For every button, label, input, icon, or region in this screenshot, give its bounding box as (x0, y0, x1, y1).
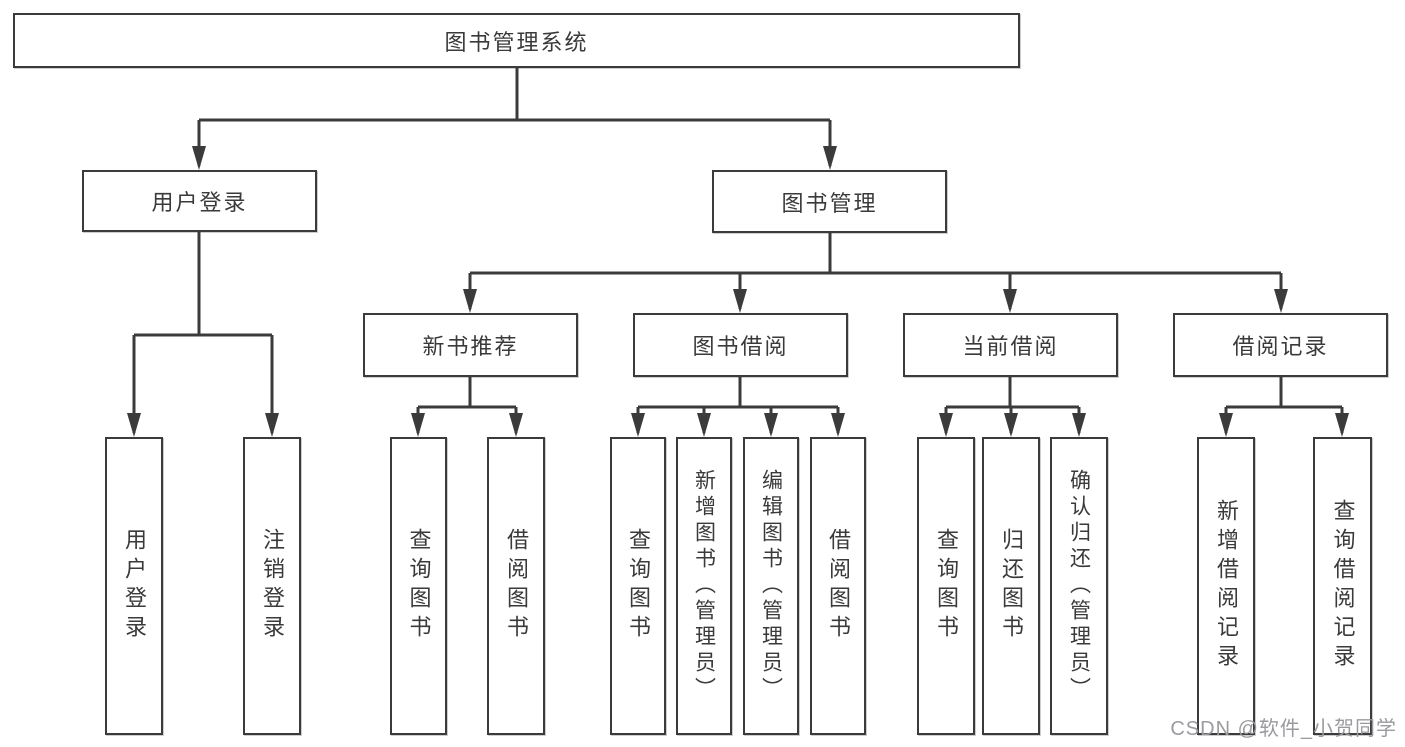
node-book-management: 图书管理 (712, 170, 947, 233)
leaf-query-book-3: 查询图书 (917, 437, 975, 735)
leaf-query-book-1-label: 查询图书 (406, 528, 432, 644)
leaf-user-login-label: 用户登录 (122, 528, 147, 644)
leaf-logout-label: 注销登录 (260, 528, 285, 644)
leaf-user-login: 用户登录 (105, 437, 163, 735)
node-user-login-label: 用户登录 (151, 190, 248, 215)
leaf-query-book-3-label: 查询图书 (934, 528, 959, 644)
node-new-book-recommend: 新书推荐 (363, 313, 578, 377)
leaf-confirm-return-admin-label: 确认归还（管理员） (1067, 469, 1091, 703)
leaf-query-book-2-label: 查询图书 (626, 528, 651, 644)
leaf-add-book-admin: 新增图书（管理员） (676, 437, 732, 735)
leaf-edit-book-admin-label: 编辑图书（管理员） (759, 469, 783, 703)
leaf-query-borrow-record: 查询借阅记录 (1313, 437, 1372, 735)
csdn-watermark: CSDN @软件_小贺同学 (1170, 718, 1397, 740)
leaf-borrow-book-2-label: 借阅图书 (826, 528, 851, 644)
leaf-edit-book-admin: 编辑图书（管理员） (743, 437, 799, 735)
node-root-label: 图书管理系统 (444, 29, 589, 55)
leaf-borrow-book-1: 借阅图书 (487, 437, 545, 735)
leaf-query-borrow-record-label: 查询借阅记录 (1330, 499, 1356, 673)
node-borrow-record-label: 借阅记录 (1232, 334, 1329, 359)
leaf-return-book-label: 归还图书 (999, 528, 1024, 644)
leaf-logout: 注销登录 (243, 437, 301, 735)
leaf-return-book: 归还图书 (982, 437, 1040, 735)
leaf-borrow-book-2: 借阅图书 (810, 437, 866, 735)
node-book-borrow: 图书借阅 (633, 313, 848, 377)
node-new-book-recommend-label: 新书推荐 (422, 334, 519, 359)
node-current-borrow: 当前借阅 (903, 313, 1118, 377)
node-book-borrow-label: 图书借阅 (692, 334, 789, 359)
node-root: 图书管理系统 (13, 13, 1020, 68)
leaf-query-book-1: 查询图书 (390, 437, 447, 735)
leaf-add-borrow-record-label: 新增借阅记录 (1214, 499, 1239, 673)
node-user-login: 用户登录 (82, 170, 317, 232)
node-borrow-record: 借阅记录 (1173, 313, 1388, 377)
leaf-add-borrow-record: 新增借阅记录 (1197, 437, 1255, 735)
leaf-borrow-book-1-label: 借阅图书 (504, 528, 529, 644)
node-current-borrow-label: 当前借阅 (962, 334, 1059, 359)
leaf-query-book-2: 查询图书 (610, 437, 666, 735)
node-book-management-label: 图书管理 (781, 190, 878, 216)
leaf-confirm-return-admin: 确认归还（管理员） (1050, 437, 1108, 735)
leaf-add-book-admin-label: 新增图书（管理员） (692, 469, 716, 703)
